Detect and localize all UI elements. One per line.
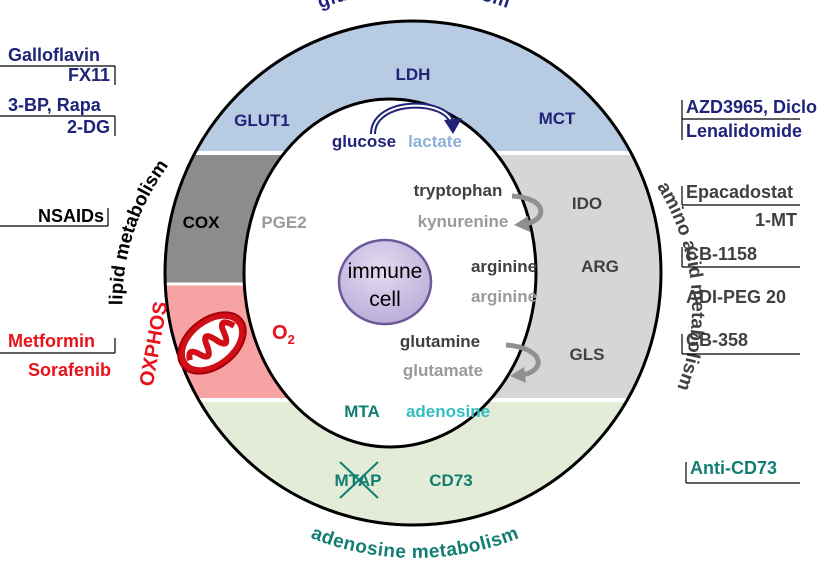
drug-sorafenib: Sorafenib: [28, 360, 111, 380]
drug-fx11: FX11: [68, 65, 110, 85]
glucose-label: glucose: [332, 132, 396, 151]
ido-arrow: [511, 193, 544, 227]
drug-metformin: Metformin: [8, 331, 95, 351]
gls-label: GLS: [570, 345, 605, 364]
cox-label: COX: [183, 213, 221, 232]
immune-cell: [337, 238, 433, 326]
tryptophan-label: tryptophan: [414, 181, 503, 200]
glucose-metabolism-label: glucose metabolism: [315, 0, 513, 13]
drug-3bp-rapa: 3-BP, Rapa: [8, 95, 102, 115]
drug-nsaids: NSAIDs: [38, 206, 104, 226]
arg-label: ARG: [581, 257, 619, 276]
ido-label: IDO: [572, 194, 602, 213]
mitochondrion-icon: [177, 311, 247, 375]
drug-galloflavin: Galloflavin: [8, 45, 100, 65]
arrowhead-icon: [510, 367, 526, 383]
immune-cell-label-2: cell: [369, 288, 401, 311]
pge2-label: PGE2: [261, 213, 306, 232]
adenosine-label: adenosine: [406, 402, 490, 421]
drug-cb1158: CB-1158: [686, 244, 757, 264]
oxphos-label: OXPHOS: [136, 300, 173, 388]
drug-epacadostat: Epacadostat: [686, 182, 793, 202]
arginine-in-label: arginine: [471, 257, 537, 276]
drug-lenalidomide: Lenalidomide: [686, 121, 802, 141]
arrowhead-icon: [444, 118, 462, 134]
drug-azd3965-diclo: AZD3965, Diclo: [686, 97, 817, 117]
lactate-label: lactate: [408, 132, 462, 151]
mct-label: MCT: [539, 109, 576, 128]
glutamate-label: glutamate: [403, 361, 483, 380]
o2-label: O2: [272, 322, 295, 347]
cd73-label: CD73: [429, 471, 472, 490]
drug-adi-peg-20: ADI-PEG 20: [686, 287, 786, 307]
drug-1mt: 1-MT: [755, 210, 797, 230]
left-drugs-glucose: Galloflavin FX11 3-BP, Rapa 2-DG: [8, 45, 110, 137]
arrowhead-icon: [514, 216, 530, 232]
kynurenine-label: kynurenine: [418, 212, 509, 231]
drug-2dg: 2-DG: [67, 117, 110, 137]
outer-circle: [163, 19, 663, 527]
immune-cell-label-1: immune: [348, 260, 423, 283]
adenosine-metabolism-label: adenosine metabolism: [308, 523, 521, 561]
drug-cb358: CB-358: [686, 330, 748, 350]
mta-label: MTA: [344, 402, 380, 421]
drug-anti-cd73: Anti-CD73: [690, 458, 777, 478]
glutamine-label: glutamine: [400, 332, 480, 351]
glut1-label: GLUT1: [234, 111, 290, 130]
cross-icon: [339, 461, 379, 499]
ldh-label: LDH: [396, 65, 431, 84]
arginine-out-label: arginine: [471, 287, 537, 306]
gls-arrow: [505, 342, 541, 378]
